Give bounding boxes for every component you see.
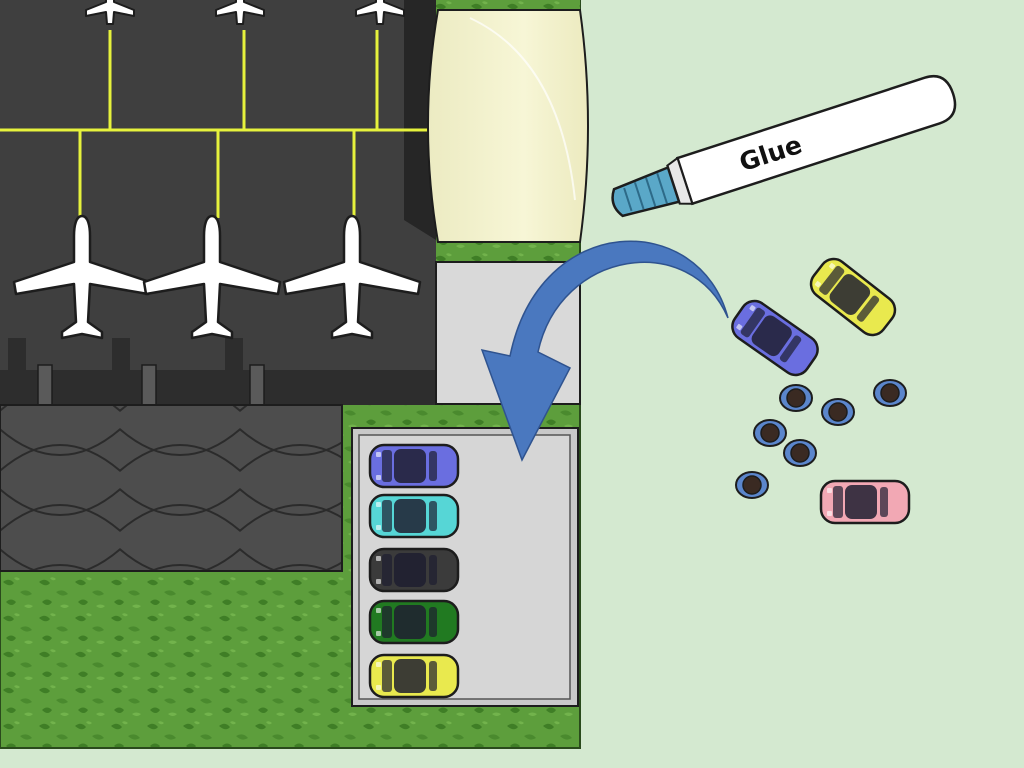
- person-4: [753, 419, 787, 447]
- person-2: [873, 379, 907, 407]
- person-5: [783, 439, 817, 467]
- curved-arrow: [480, 240, 729, 462]
- car-pink-loose: [819, 479, 911, 525]
- taxiway-lines: [0, 30, 436, 218]
- apron-paving: [0, 404, 343, 572]
- parked-car-1: [368, 443, 460, 489]
- terminal-building: [427, 0, 589, 243]
- glue-stick: Glue: [611, 74, 957, 218]
- person-1: [779, 384, 813, 412]
- parked-car-3: [368, 547, 460, 593]
- parked-car-5: [368, 653, 460, 699]
- person-3: [821, 398, 855, 426]
- runway-tarmac: [0, 0, 436, 406]
- parked-car-2: [368, 493, 460, 539]
- parked-car-4: [368, 599, 460, 645]
- person-6: [735, 471, 769, 499]
